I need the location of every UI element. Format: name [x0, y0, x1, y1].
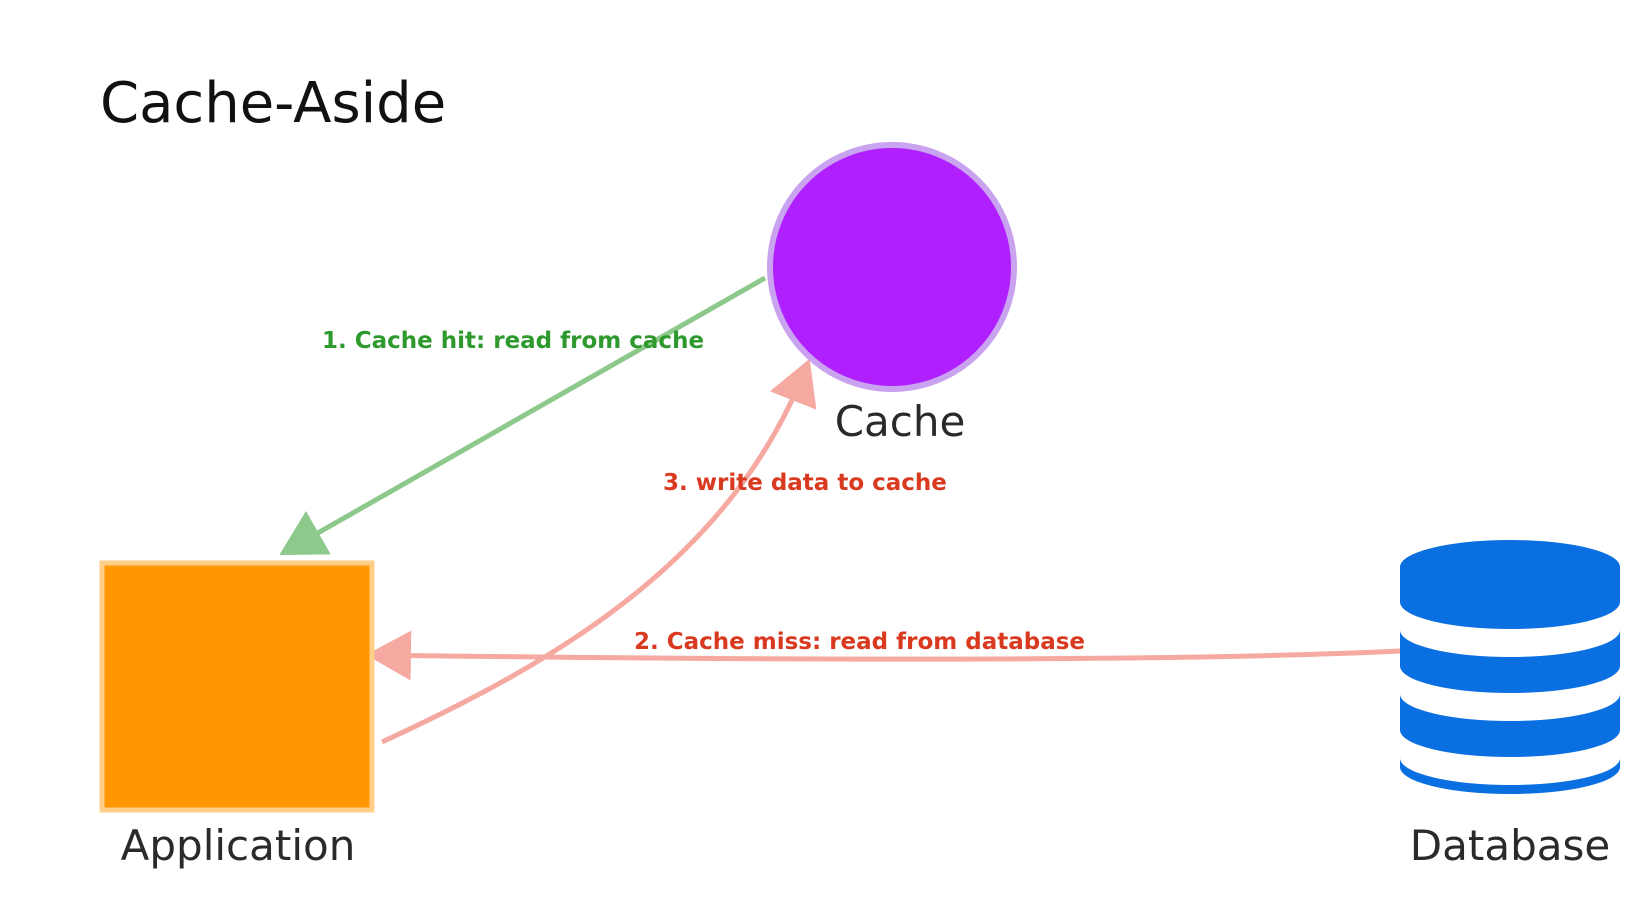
- cache-node: [767, 142, 1017, 392]
- diagram-title: Cache-Aside: [100, 71, 446, 136]
- write-cache-label: 3. write data to cache: [663, 470, 947, 496]
- cache-hit-arrow: [279, 275, 767, 555]
- application-label: Application: [121, 821, 356, 870]
- write-cache-arrow: [380, 358, 817, 745]
- application-node: [99, 560, 375, 813]
- cache-miss-arrow: [366, 630, 1401, 681]
- database-label: Database: [1410, 821, 1610, 870]
- database-icon: [1400, 540, 1620, 794]
- cache-miss-label: 2. Cache miss: read from database: [634, 629, 1085, 655]
- cache-label: Cache: [835, 397, 966, 446]
- cache-hit-label: 1. Cache hit: read from cache: [322, 328, 704, 354]
